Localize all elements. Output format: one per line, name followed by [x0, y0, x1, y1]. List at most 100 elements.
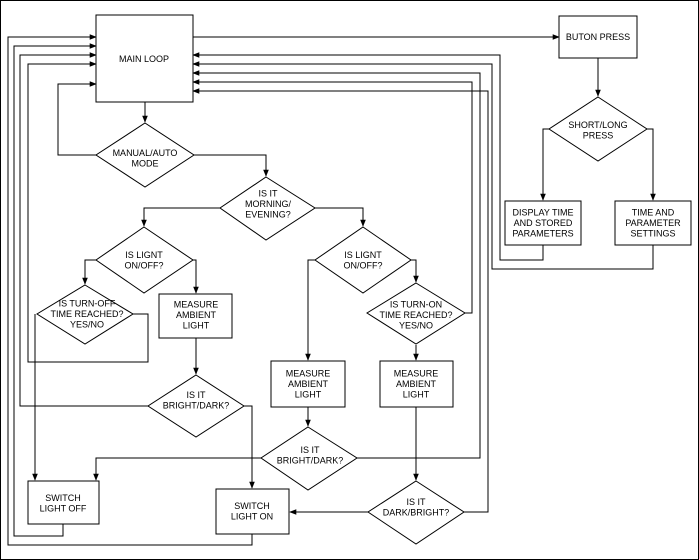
manual-auto-diamond: [95, 122, 195, 188]
turn-off-time-diamond: [36, 284, 134, 345]
connectors: [7, 34, 656, 546]
buton-press-line-1: BUTON PRESS: [566, 32, 630, 42]
arrow-light-to-turnoff: [82, 259, 96, 285]
main-loop-box: [95, 14, 194, 103]
arrow-morning-to-light-right: [315, 207, 366, 227]
turn-on-time-line-3: YES/NO: [399, 321, 433, 331]
switch-on-line-2: LIGHT ON: [231, 511, 273, 521]
measure-1-line-2: AMBIENT: [176, 310, 217, 320]
time-parameter-line-2: PARAMETER: [625, 218, 681, 228]
light-right-diamond: [314, 226, 412, 294]
bright-dark-2-diamond: [260, 426, 358, 491]
morning-evening-line-2: MORNING/: [245, 199, 291, 209]
main-loop-line-1: MAIN LOOP: [119, 54, 169, 64]
bright-dark-2-line-1: IS IT: [300, 445, 320, 455]
turn-on-time-line-1: IS TURN-ON: [390, 300, 442, 310]
measure-3-line-2: AMBIENT: [396, 379, 437, 389]
arrow-morning-to-light-left: [141, 207, 220, 227]
dark-bright-diamond: [367, 480, 465, 545]
display-time-line-2: AND STORED: [514, 218, 573, 228]
light-right-line-1: IS LIGNT: [344, 250, 382, 260]
time-parameter-line-3: SETTINGS: [630, 229, 675, 239]
turn-off-time-line-1: IS TURN-OFF: [59, 299, 116, 309]
measure-3-box: [379, 360, 454, 408]
buton-press-label: BUTON PRESS: [566, 32, 630, 42]
arrow-turnon-to-main: [192, 79, 473, 314]
arrow-settings-to-main: [192, 61, 654, 270]
arrow-manual-to-morning: [194, 154, 269, 177]
morning-evening-line-3: EVENING?: [245, 210, 291, 220]
arrow-shortlong-to-display: [540, 128, 549, 201]
arrow-bright2-to-main: [192, 70, 481, 459]
arrow-light-to-measure1: [193, 259, 199, 294]
light-left-diamond: [95, 226, 194, 294]
time-parameter-box: [614, 200, 692, 246]
arrow-switchoff-to-main: [13, 43, 97, 537]
turn-off-time-line-3: YES/NO: [70, 320, 104, 330]
switch-on-box: [215, 488, 290, 535]
arrow-light-to-measure2: [305, 259, 315, 361]
turn-on-time-line-2: TIME REACHED?: [379, 310, 452, 320]
measure-3-line-1: MEASURE: [394, 369, 439, 379]
time-parameter-line-1: TIME AND: [632, 208, 675, 218]
dark-bright-line-2: DARK/BRIGHT?: [383, 507, 450, 517]
switch-off-line-1: SWITCH: [45, 493, 81, 503]
display-time-line-3: PARAMETERS: [512, 229, 573, 239]
measure-1-line-1: MEASURE: [174, 300, 219, 310]
light-left-line-2: ON/OFF?: [124, 260, 163, 270]
arrow-light-to-turnon: [411, 259, 419, 283]
manual-auto-line-2: MODE: [132, 158, 159, 168]
bright-dark-1-line-1: IS IT: [186, 390, 206, 400]
morning-evening-diamond: [219, 176, 316, 241]
arrow-display-to-main: [192, 52, 544, 261]
arrow-bright2-to-switchoff: [93, 457, 261, 481]
bright-dark-1-line-2: BRIGHT/DARK?: [163, 400, 230, 410]
manual-auto-line-1: MANUAL/AUTO: [113, 148, 178, 158]
switch-on-line-1: SWITCH: [234, 501, 270, 511]
bright-dark-1-diamond: [147, 374, 245, 438]
morning-evening-line-1: IS IT: [258, 189, 278, 199]
measure-2-line-3: LIGHT: [295, 390, 322, 400]
bright-dark-2-line-2: BRIGHT/DARK?: [277, 455, 344, 465]
measure-2-line-2: AMBIENT: [288, 379, 329, 389]
short-long-press-diamond: [548, 96, 648, 162]
arrow-turnoff-to-main: [27, 61, 149, 363]
measure-1-line-3: LIGHT: [183, 321, 210, 331]
arrow-manual-to-main: [57, 81, 97, 156]
switch-off-box: [27, 480, 100, 525]
arrow-darkbright-to-main: [192, 88, 489, 513]
measure-3-line-3: LIGHT: [403, 390, 430, 400]
light-right-line-2: ON/OFF?: [343, 260, 382, 270]
turn-off-time-line-2: TIME REACHED?: [50, 309, 123, 319]
display-time-box: [504, 200, 582, 246]
switch-off-line-2: LIGHT OFF: [40, 503, 87, 513]
short-long-press-line-2: PRESS: [583, 130, 614, 140]
node-shapes: [27, 14, 692, 545]
light-left-line-1: IS LIGNT: [125, 250, 163, 260]
measure-2-box: [270, 360, 346, 408]
main-loop-label: MAIN LOOP: [119, 54, 169, 64]
buton-press-box: [558, 15, 638, 59]
arrow-switchon-to-main: [7, 34, 253, 546]
measure-1-box: [158, 293, 233, 339]
dark-bright-line-1: IS IT: [406, 497, 426, 507]
arrow-bright1-to-switchon: [244, 405, 255, 489]
